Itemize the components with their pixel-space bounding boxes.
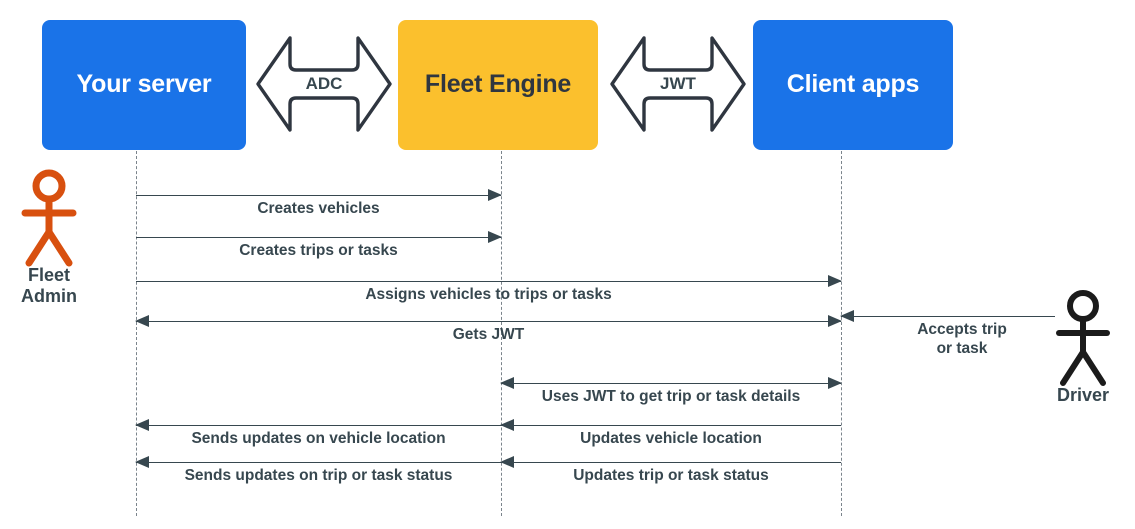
message-line <box>501 462 841 463</box>
message-assigns-vehicles-label: Assigns vehicles to trips or tasks <box>365 286 612 303</box>
adc-double-arrow-icon <box>256 36 392 132</box>
message-updates-trip-status-label: Updates trip or task status <box>573 467 769 484</box>
message-accepts-trip-or-task-label: Accepts trip or task <box>841 320 1055 359</box>
participant-fleet-engine-label: Fleet Engine <box>424 70 572 99</box>
participant-client-apps-label: Client apps <box>786 70 920 99</box>
message-line <box>136 281 841 282</box>
actor-fleet-admin-label: Fleet Admin <box>5 265 93 306</box>
fleet-admin-stick-figure-icon <box>21 169 77 267</box>
actor-fleet-admin[interactable] <box>13 168 85 268</box>
participant-fleet-engine[interactable]: Fleet Engine <box>398 20 598 150</box>
participant-client-apps[interactable]: Client apps <box>753 20 953 150</box>
message-line <box>501 425 841 426</box>
message-line <box>501 383 841 384</box>
message-creates-trips-or-tasks-label: Creates trips or tasks <box>239 242 398 259</box>
actor-driver[interactable] <box>1047 288 1119 388</box>
message-sends-updates-trip-status-label: Sends updates on trip or task status <box>184 467 453 484</box>
arrowhead-right-icon <box>828 274 842 287</box>
message-line <box>136 462 501 463</box>
message-line <box>841 316 1055 317</box>
arrowhead-left-icon <box>135 314 149 327</box>
lifeline-your-server <box>136 151 137 516</box>
lifeline-fleet-engine <box>501 151 502 516</box>
arrowhead-left-icon <box>135 455 149 468</box>
message-sends-updates-vehicle-location-label: Sends updates on vehicle location <box>191 430 446 447</box>
message-line <box>136 425 501 426</box>
driver-stick-figure-icon <box>1056 290 1110 386</box>
actor-driver-label-line1: Driver <box>1056 385 1110 405</box>
message-accepts-trip-or-task-line1: Accepts trip <box>917 321 1007 338</box>
connector-adc: ADC <box>254 32 394 136</box>
arrowhead-right-icon <box>828 314 842 327</box>
message-line <box>136 237 501 238</box>
message-uses-jwt-details-label: Uses JWT to get trip or task details <box>541 388 801 405</box>
arrowhead-left-icon <box>500 376 514 389</box>
connector-jwt: JWT <box>608 32 748 136</box>
message-creates-vehicles-label: Creates vehicles <box>257 200 380 217</box>
lifeline-client-apps <box>841 151 842 516</box>
participant-your-server-label: Your server <box>76 70 212 99</box>
arrowhead-left-icon <box>500 455 514 468</box>
message-line <box>136 195 501 196</box>
arrowhead-right-icon <box>488 230 502 243</box>
arrowhead-right-icon <box>828 376 842 389</box>
actor-driver-label: Driver <box>1035 385 1131 406</box>
message-gets-jwt-label: Gets JWT <box>452 326 525 343</box>
message-line <box>136 321 841 322</box>
actor-fleet-admin-label-line2: Admin <box>21 285 77 306</box>
participant-your-server[interactable]: Your server <box>42 20 246 150</box>
arrowhead-right-icon <box>488 188 502 201</box>
message-updates-vehicle-location-label: Updates vehicle location <box>580 430 762 447</box>
arrowhead-left-icon <box>500 418 514 431</box>
arrowhead-left-icon <box>840 309 854 322</box>
arrowhead-left-icon <box>135 418 149 431</box>
actor-fleet-admin-label-line1: Fleet <box>27 265 70 285</box>
message-accepts-trip-or-task-line2: or task <box>936 340 988 358</box>
jwt-double-arrow-icon <box>610 36 746 132</box>
